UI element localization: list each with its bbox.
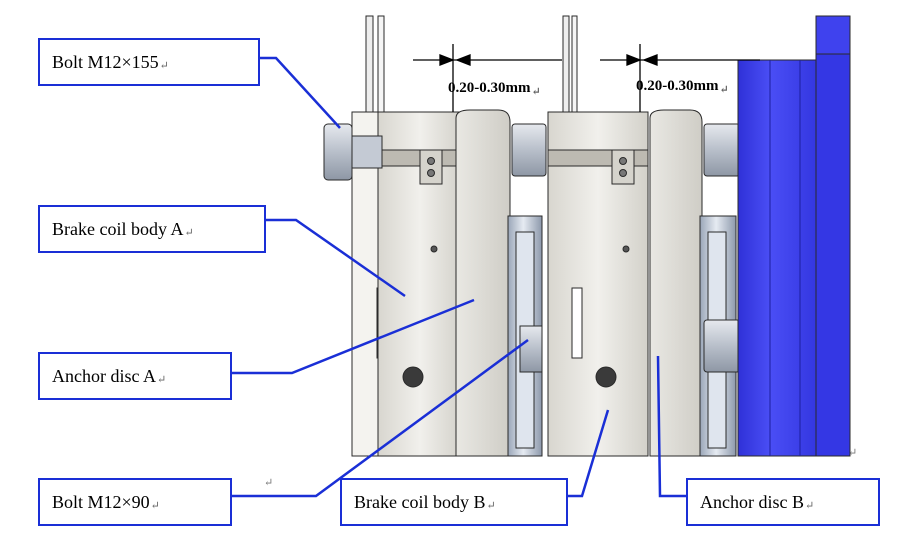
leader-coil-a [266,218,406,298]
assembly [323,15,851,457]
leader-bolt-long [258,56,341,129]
sleeve-b-lower [703,319,741,373]
coil-b-small-hole [622,245,630,253]
sleeve-b [703,123,741,177]
dimension-marks [413,44,760,112]
bolt-long-shank [351,135,383,169]
coil-b-large-hole [595,366,617,388]
dimension-gap-1: 0.20-0.30mm↵ [448,80,541,98]
slot-b [571,287,583,359]
label-bolt-short: Bolt M12×90↵ [38,478,232,526]
screw-b2 [619,169,627,177]
label-bolt-long: Bolt M12×155↵ [38,38,260,86]
stray-return-mark-2: ↵ [848,447,858,459]
leader-anchor-b [656,355,686,498]
screw-a2 [427,169,435,177]
dimension-gap-2: 0.20-0.30mm↵ [636,78,729,96]
motor-body [815,15,851,457]
leader-anchor-a [232,298,475,375]
screw-a1 [427,157,435,165]
coil-b-screw-block [611,149,635,185]
anchor-disc-b [649,109,703,457]
stray-return-mark-1: ↵ [264,477,274,489]
sleeve-a [511,123,547,177]
bolt-short [519,325,543,373]
bolt-long-head [323,123,353,181]
motor-top-step [815,15,851,55]
motor-flange [737,59,819,457]
label-anchor-b: Anchor disc B↵ [686,478,880,526]
coil-a-small-hole [430,245,438,253]
callout-leaders [232,56,686,498]
label-coil-b: Brake coil body B↵ [340,478,568,526]
leader-bolt-short [232,338,529,498]
coil-body-b [547,111,649,457]
anchor-disc-a [455,109,511,457]
leader-coil-b [568,409,610,498]
screw-b1 [619,157,627,165]
label-coil-a: Brake coil body A↵ [38,205,266,253]
coil-a-screw-block [419,149,443,185]
label-anchor-a: Anchor disc A↵ [38,352,232,400]
coil-a-large-hole [402,366,424,388]
